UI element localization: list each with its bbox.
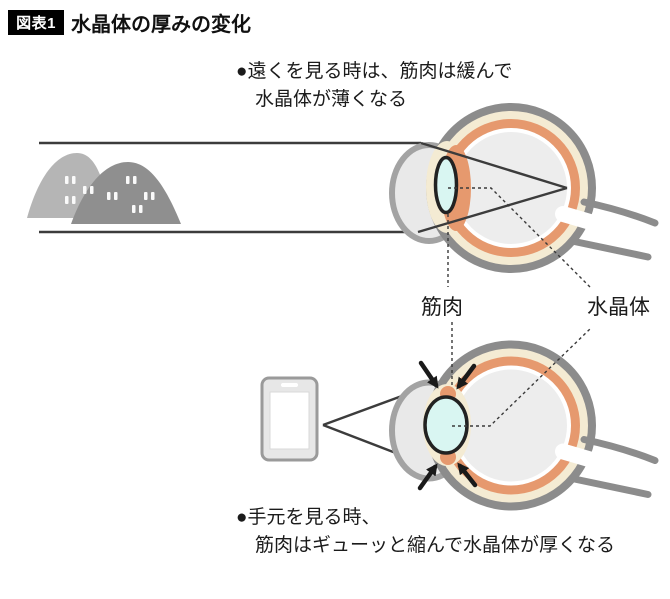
lens-pointer-top-eye <box>448 187 592 289</box>
eye-relaxed <box>392 107 655 269</box>
label-pointers <box>447 187 592 427</box>
distant-scene <box>27 141 421 234</box>
annotation-distant-line1: ●遠くを見る時は、筋肉は緩んで <box>236 61 513 82</box>
lens-thin <box>433 155 459 215</box>
muscle-arrow-bottom-left <box>417 463 438 491</box>
muscle-arrow-bottom-right <box>457 462 478 488</box>
smartphone-icon <box>260 376 319 462</box>
annotation-near-line2: 筋肉はギューッと縮んで水晶体が厚くなる <box>255 535 616 556</box>
figure-header: 図表1 水晶体の厚みの変化 <box>8 8 251 37</box>
figure-number-badge: 図表1 <box>8 10 64 35</box>
muscle-arrow-top-right <box>456 363 477 390</box>
mountain-dark <box>71 162 181 224</box>
lens-label: 水晶体 <box>587 296 650 319</box>
annotation-near-line1: ●手元を見る時、 <box>236 507 381 528</box>
annotation-distant-line2: 水晶体が薄くなる <box>255 89 408 110</box>
page-title: 水晶体の厚みの変化 <box>71 14 251 36</box>
refracted-ray-top <box>420 141 568 190</box>
lens-pointer-bottom-eye <box>452 327 592 427</box>
phone-screen <box>269 391 310 450</box>
phone-speaker <box>281 383 298 387</box>
annotation-distant-vision: ●遠くを見る時は、筋肉は緩んで 水晶体が薄くなる <box>236 58 513 114</box>
muscle-label: 筋肉 <box>421 296 463 319</box>
annotation-near-vision: ●手元を見る時、 筋肉はギューッと縮んで水晶体が厚くなる <box>236 504 615 560</box>
mountain-icon <box>27 153 181 224</box>
eye-accommodated <box>392 345 655 507</box>
mountain-windows <box>65 176 155 213</box>
refracted-ray-bottom <box>417 186 568 234</box>
muscle-squeeze-arrows <box>417 360 478 491</box>
lens-thick <box>423 395 469 455</box>
muscle-arrow-top-left <box>418 360 439 389</box>
